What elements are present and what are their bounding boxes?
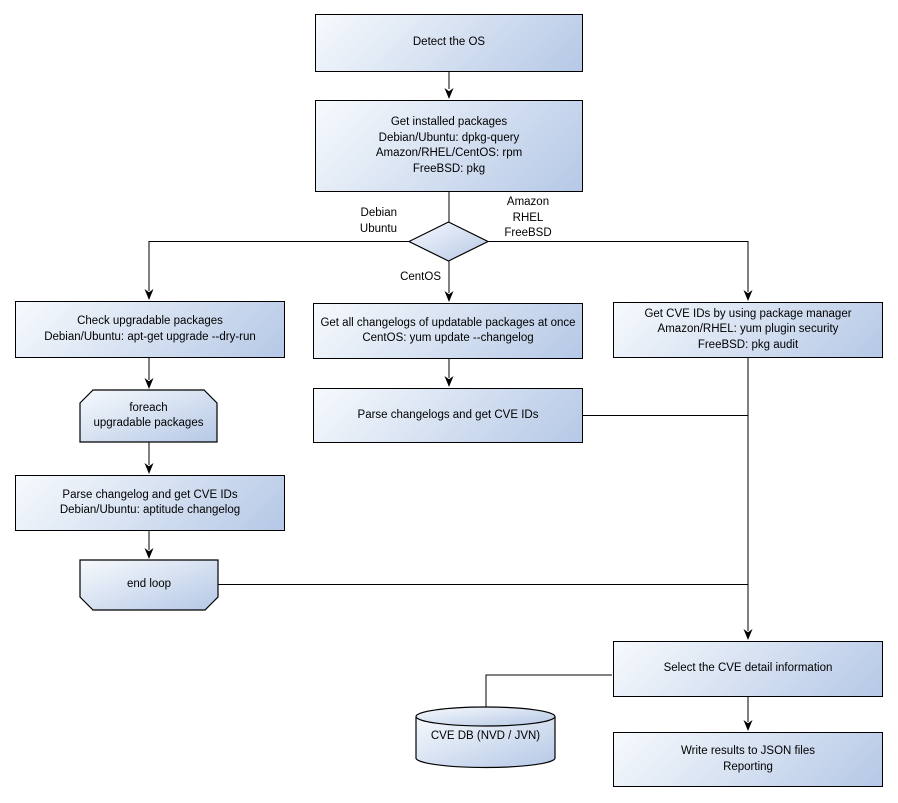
node-select-cve-detail-label: Select the CVE detail information bbox=[663, 662, 833, 675]
node-check-upgradable-label: Check upgradable packages Debian/Ubuntu:… bbox=[44, 315, 256, 343]
node-check-upgradable: Check upgradable packages Debian/Ubuntu:… bbox=[15, 301, 285, 358]
node-get-cve-package-manager-label: Get CVE IDs by using package manager Ama… bbox=[644, 307, 852, 351]
arrowhead bbox=[144, 463, 154, 474]
arrowhead bbox=[444, 88, 454, 99]
node-write-results-label: Write results to JSON files Reporting bbox=[681, 745, 815, 773]
foreach-loop-shape bbox=[79, 389, 218, 443]
node-parse-changelogs: Parse changelogs and get CVE IDs bbox=[313, 388, 583, 443]
foreach-loop-label: foreach upgradable packages bbox=[93, 401, 204, 430]
node-get-installed-packages-label: Get installed packages Debian/Ubuntu: dp… bbox=[375, 116, 523, 175]
node-detect-os: Detect the OS bbox=[315, 14, 583, 72]
node-get-all-changelogs-label: Get all changelogs of updatable packages… bbox=[320, 316, 576, 345]
node-parse-changelogs-label: Parse changelogs and get CVE IDs bbox=[357, 408, 539, 421]
arrowhead bbox=[144, 548, 154, 559]
node-get-installed-packages: Get installed packages Debian/Ubuntu: dp… bbox=[315, 100, 583, 192]
arrowhead bbox=[444, 376, 454, 387]
node-parse-changelog-debian: Parse changelog and get CVE IDs Debian/U… bbox=[15, 475, 285, 531]
os-decision-diamond bbox=[407, 221, 490, 262]
arrowhead bbox=[444, 291, 454, 302]
arrowhead bbox=[743, 629, 753, 640]
arrowhead bbox=[743, 290, 753, 301]
cve-db-cylinder-body bbox=[415, 716, 556, 769]
end-loop-label: end loop bbox=[126, 578, 172, 591]
arrowhead bbox=[144, 378, 154, 389]
branch-label-debian-ubuntu: Debian Ubuntu bbox=[359, 207, 397, 235]
edge-decision-to-right bbox=[488, 241, 749, 292]
node-select-cve-detail: Select the CVE detail information bbox=[613, 641, 883, 697]
cve-db-label: CVE DB (NVD / JVN) bbox=[430, 730, 541, 743]
end-loop-shape bbox=[79, 559, 219, 611]
node-write-results: Write results to JSON files Reporting bbox=[613, 732, 883, 787]
node-get-cve-package-manager: Get CVE IDs by using package manager Ama… bbox=[613, 302, 883, 358]
arrowhead bbox=[743, 720, 753, 731]
cve-db-cylinder-top bbox=[415, 706, 556, 727]
edge-decision-to-left bbox=[148, 241, 409, 291]
node-detect-os-label: Detect the OS bbox=[412, 36, 486, 49]
branch-label-amazon-rhel-freebsd: Amazon RHEL FreeBSD bbox=[504, 196, 552, 239]
branch-label-centos: CentOS bbox=[400, 271, 441, 283]
arrowhead bbox=[144, 289, 154, 300]
edge-cvedb-to-select bbox=[485, 674, 612, 707]
node-parse-changelog-debian-label: Parse changelog and get CVE IDs Debian/U… bbox=[59, 488, 241, 517]
node-get-all-changelogs: Get all changelogs of updatable packages… bbox=[313, 303, 583, 359]
